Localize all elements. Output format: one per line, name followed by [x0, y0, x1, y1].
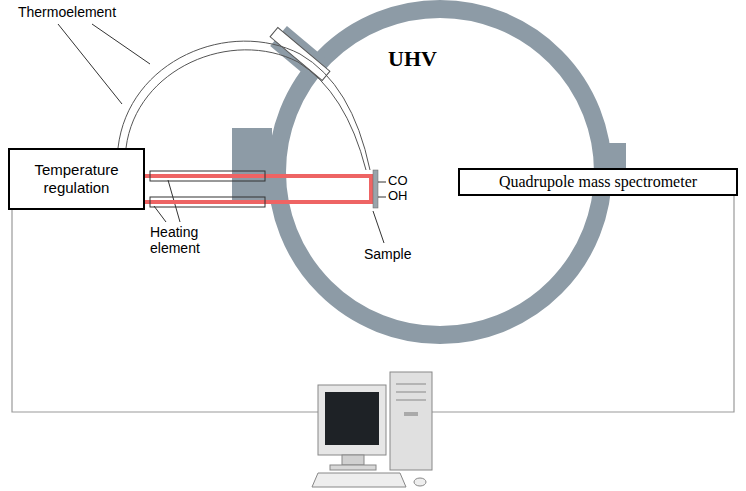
left-port	[232, 128, 272, 200]
chamber-label: UHV	[388, 46, 437, 72]
computer-icon	[312, 372, 432, 487]
signal-label: CO	[388, 174, 418, 189]
part-label: Heating element	[150, 224, 214, 256]
part-label: Sample	[364, 246, 434, 262]
leader-lines	[58, 24, 384, 243]
part-label: Thermoelement	[18, 4, 138, 20]
signal-wires	[12, 194, 734, 412]
thermocouple-port	[266, 22, 335, 86]
heating-element	[145, 171, 371, 207]
instrument-box: Quadrupole mass spectrometer	[458, 168, 738, 196]
box-label: Quadrupole mass spectrometer	[499, 172, 697, 191]
signal-label: OH	[388, 189, 418, 204]
right-port	[602, 143, 626, 195]
controller-box: Temperature regulation	[8, 148, 145, 210]
box-label: Temperature regulation	[16, 161, 137, 197]
sample-plate	[373, 170, 386, 208]
thermoelement-wires	[118, 41, 370, 170]
